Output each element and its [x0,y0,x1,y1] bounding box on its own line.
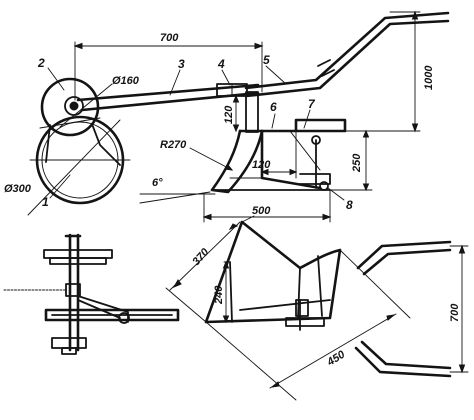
wheel [27,115,131,216]
callout-7: 7 [308,97,316,111]
callout-3: 3 [178,57,185,71]
wheel-fork [39,117,121,166]
share-blade [210,118,347,194]
handle [244,11,450,98]
handles-plan-view [354,240,469,378]
angle-line [139,191,211,204]
callout-2: 2 [37,56,45,70]
callout-1: 1 [42,195,49,209]
front-view [3,233,180,355]
top-view [165,215,411,401]
dim-hub-diameter: Ø160 [112,75,140,87]
hub-disc [40,77,113,137]
dim-120-horizontal: 120 [252,159,271,171]
dim-500: 500 [252,205,271,217]
callout-5: 5 [263,53,270,67]
standard [245,91,259,133]
dim-1000: 1000 [423,65,435,90]
dimension-lines [47,10,421,223]
dim-250: 250 [351,153,363,173]
side-view: 700 1000 Ø160 Ø300 120 R270 6° 120 250 5… [4,10,450,223]
dim-share-radius: R270 [160,139,187,151]
dim-450: 450 [324,348,348,369]
callout-4: 4 [217,57,225,71]
callout-6: 6 [270,100,277,114]
dim-240: 240 [213,285,225,305]
dim-370: 370 [190,246,212,268]
dim-wheel-diameter: Ø300 [4,183,32,195]
dim-700-handles: 700 [449,303,461,322]
dim-share-angle: 6° [152,177,163,189]
callout-8: 8 [346,198,353,212]
dim-700-top: 700 [160,32,179,44]
beam-clamp [216,83,248,97]
dim-mount-height: 120 [223,105,235,124]
mounting-bolt [319,181,329,191]
